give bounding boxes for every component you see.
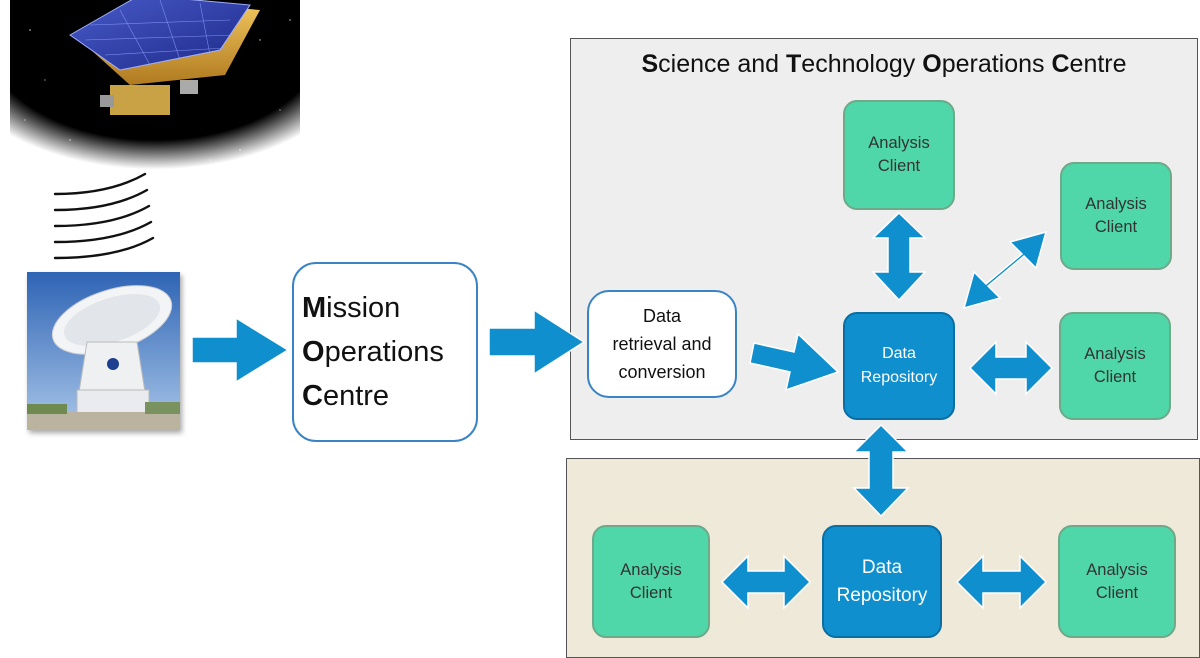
radio-waves-icon xyxy=(53,172,155,260)
arrow-repository-top-client xyxy=(871,211,927,302)
data-retrieval-conversion-box: Data retrieval and conversion xyxy=(587,290,737,398)
arrow-local-right-client xyxy=(955,554,1048,610)
arrow-moc-to-retrieval xyxy=(488,308,586,376)
arrow-antenna-to-moc xyxy=(191,316,290,384)
stoc-title: Science and Technology Operations Centre xyxy=(641,50,1127,78)
arrow-repository-local-repository xyxy=(852,423,910,518)
arrow-retrieval-to-repository xyxy=(749,332,840,392)
arrow-repository-upper-right-client xyxy=(962,230,1048,310)
arrow-repository-right-client xyxy=(968,340,1054,396)
ground-station-antenna-image xyxy=(27,272,180,430)
arrow-local-left-client xyxy=(720,554,812,610)
mission-operations-centre-box: Mission Operations Centre xyxy=(292,262,478,442)
satellite-image xyxy=(10,0,300,179)
moc-label: Mission Operations Centre xyxy=(302,292,444,412)
